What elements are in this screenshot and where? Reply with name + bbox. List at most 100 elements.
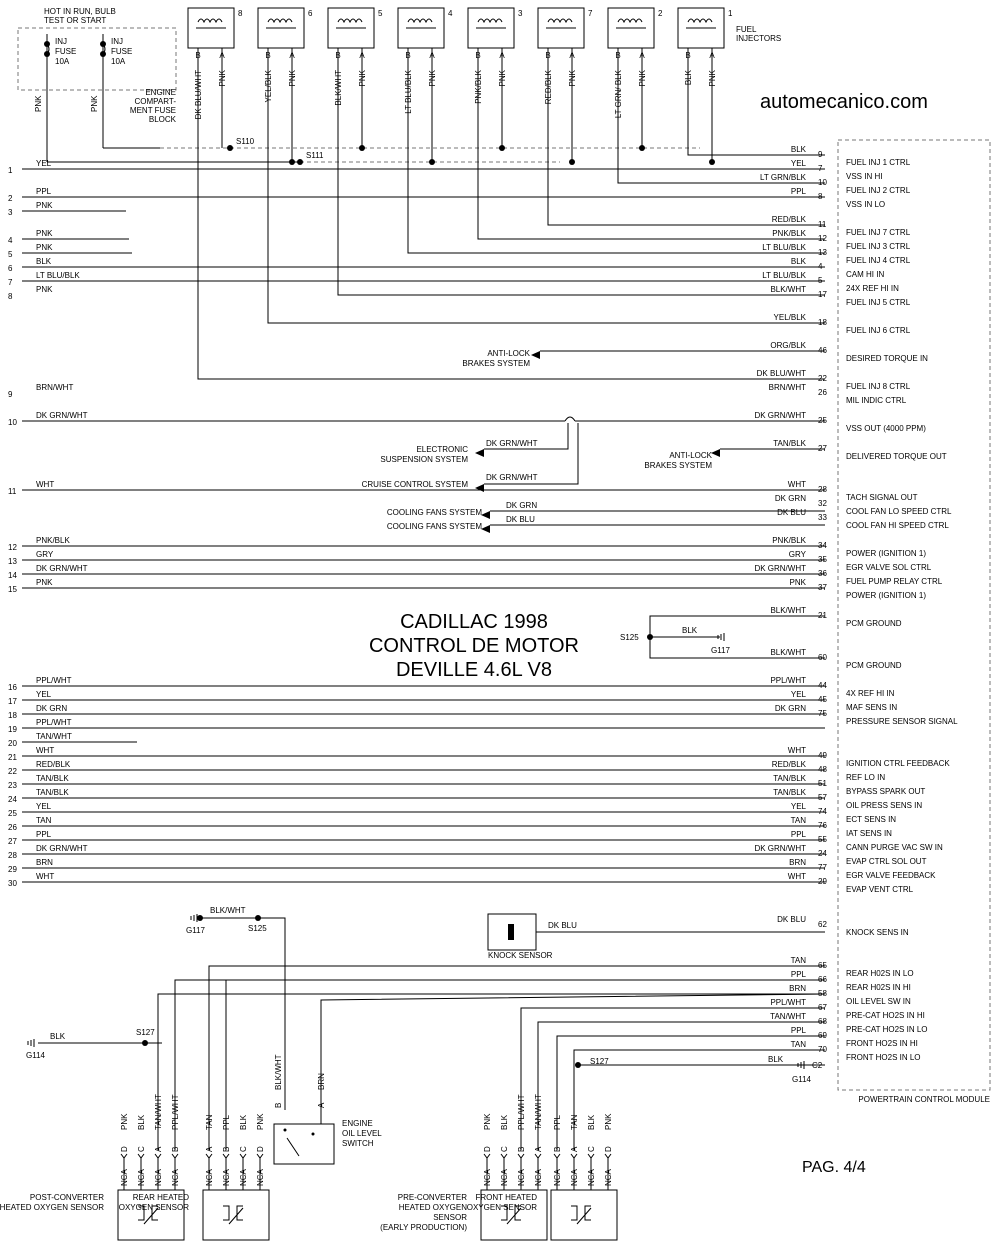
pcm-pin-function: PCM GROUND bbox=[846, 661, 902, 670]
left-row-number: 16 bbox=[8, 683, 17, 692]
pcm-wire-label: ORG/BLK bbox=[770, 341, 806, 350]
left-row-wire: TAN bbox=[36, 816, 52, 825]
left-row-wire: DK GRN/WHT bbox=[36, 844, 88, 853]
pin-label: A bbox=[205, 1146, 214, 1152]
nca-label: NCA bbox=[570, 1168, 579, 1186]
pcm-wire-label: TAN bbox=[791, 1040, 807, 1049]
pcm-pin-number: 65 bbox=[818, 961, 827, 970]
sensor-label: HEATED OXYGEN SENSOR bbox=[0, 1203, 104, 1212]
wire-oil-level bbox=[320, 993, 826, 1112]
pcm-pin-function: FUEL INJ 1 CTRL bbox=[846, 158, 911, 167]
coil-icon bbox=[617, 18, 643, 24]
sensor-wire-label: PNK bbox=[604, 1113, 613, 1130]
pcm-wire-label: DK BLU bbox=[777, 508, 806, 517]
pcm-wire-label: DK BLU bbox=[777, 915, 806, 924]
splice-s127-dot bbox=[575, 1062, 581, 1068]
sensor-label: PRE-CONVERTER bbox=[398, 1193, 467, 1202]
ground-wire-label: BLK/WHT bbox=[210, 906, 246, 915]
pcm-pin-function: EVAP CTRL SOL OUT bbox=[846, 857, 927, 866]
coil-icon bbox=[547, 18, 573, 24]
connector-pin bbox=[483, 1153, 491, 1159]
pcm-pin-number: 48 bbox=[818, 765, 827, 774]
pcm-wire-label: LT BLU/BLK bbox=[762, 243, 806, 252]
pcm-pin-number: 34 bbox=[818, 541, 827, 550]
pcm-pin-function: PRE-CAT HO2S IN HI bbox=[846, 1011, 925, 1020]
cruise-label: CRUISE CONTROL SYSTEM bbox=[362, 480, 469, 489]
pcm-wire-label: TAN bbox=[791, 956, 807, 965]
fuse-label: 10A bbox=[55, 57, 70, 66]
sensor-element bbox=[501, 1205, 521, 1221]
pcm-wire-label: BLK/WHT bbox=[770, 285, 806, 294]
left-row-wire: PPL/WHT bbox=[36, 676, 72, 685]
pcm-pin-number: 26 bbox=[818, 388, 827, 397]
left-row-number: 3 bbox=[8, 208, 13, 217]
pcm-pin-function: FUEL INJ 3 CTRL bbox=[846, 242, 911, 251]
pcm-pin-function: FUEL INJ 8 CTRL bbox=[846, 382, 911, 391]
fuse-block-hot-text: HOT IN RUN, BULB bbox=[44, 7, 116, 16]
nca-label: NCA bbox=[222, 1168, 231, 1186]
pin-label: B bbox=[265, 51, 270, 60]
pcm-pin-number: 9 bbox=[818, 150, 823, 159]
splice-s125-dot bbox=[647, 634, 653, 640]
pcm-pin-number: 4 bbox=[818, 262, 823, 271]
splice-s125-dot bbox=[255, 915, 261, 921]
splice-s127-dot bbox=[142, 1040, 148, 1046]
pcm-pin-number: 57 bbox=[818, 793, 827, 802]
abs-label-2: ANTI-LOCK bbox=[669, 451, 712, 460]
pin-label: B bbox=[171, 1147, 180, 1152]
coil-icon bbox=[477, 18, 503, 24]
sensor-wire-label: BLK bbox=[587, 1114, 596, 1130]
coil-icon bbox=[407, 18, 433, 24]
injector-b-wire: BLK/WHT bbox=[334, 70, 343, 106]
pcm-wire-label: TAN bbox=[791, 816, 807, 825]
nca-label: NCA bbox=[553, 1168, 562, 1186]
pcm-pin-number: 49 bbox=[818, 751, 827, 760]
ground-g114-right: G114 bbox=[792, 1075, 812, 1084]
pcm-pin-function: BYPASS SPARK OUT bbox=[846, 787, 925, 796]
heated-oxygen-sensor-3 bbox=[480, 1189, 548, 1241]
fuse-terminal bbox=[100, 41, 106, 47]
fuse-block-label: BLOCK bbox=[149, 115, 177, 124]
oil-switch-wire-a: BRN bbox=[317, 1073, 326, 1090]
injector-control-wire bbox=[547, 48, 825, 226]
arrow-cruise bbox=[475, 484, 484, 492]
splice-s127-right: S127 bbox=[590, 1057, 609, 1066]
sensor-wire-label: PNK bbox=[256, 1113, 265, 1130]
left-row-wire: WHT bbox=[36, 746, 54, 755]
pcm-wire-label: RED/BLK bbox=[772, 215, 807, 224]
sensor-label: SENSOR bbox=[433, 1213, 467, 1222]
fuse-block-hot-text: TEST OR START bbox=[44, 16, 106, 25]
pcm-outline bbox=[837, 139, 991, 1091]
pcm-pin-function: PRE-CAT HO2S IN LO bbox=[846, 1025, 928, 1034]
connector-pin bbox=[570, 1153, 578, 1159]
fuse-block-label: COMPART- bbox=[135, 97, 177, 106]
pcm-pin-function: FUEL INJ 5 CTRL bbox=[846, 298, 911, 307]
injector-number: 6 bbox=[308, 9, 313, 18]
pcm-pin-number: 13 bbox=[818, 248, 827, 257]
pcm-pin-function: OIL PRESS SENS IN bbox=[846, 801, 922, 810]
connector-pin bbox=[154, 1153, 162, 1159]
injector-label: FUEL bbox=[736, 25, 757, 34]
sensor-element bbox=[571, 1205, 591, 1221]
sensor-arrow bbox=[506, 1207, 522, 1225]
connector-pin bbox=[534, 1153, 542, 1159]
nca-label: NCA bbox=[205, 1168, 214, 1186]
injector-control-wire bbox=[407, 48, 825, 254]
ground-g114-symbol bbox=[27, 1039, 35, 1047]
left-row-wire: YEL bbox=[36, 159, 52, 168]
pin-label: D bbox=[256, 1146, 265, 1152]
sensor-wire-label: BLK bbox=[239, 1114, 248, 1130]
pcm-pin-number: 70 bbox=[818, 1045, 827, 1054]
sensor-label: FRONT HEATED bbox=[476, 1193, 538, 1202]
sensor-wire-label: TAN bbox=[570, 1114, 579, 1130]
ground-g117-symbol bbox=[190, 914, 198, 922]
pcm-pin-function: FRONT HO2S IN LO bbox=[846, 1053, 921, 1062]
sensor-label: REAR HEATED bbox=[133, 1193, 190, 1202]
splice-dot bbox=[197, 915, 203, 921]
pcm-pin-function: REAR H02S IN HI bbox=[846, 983, 911, 992]
pcm-pin-function: FUEL INJ 6 CTRL bbox=[846, 326, 911, 335]
sensor-label: (EARLY PRODUCTION) bbox=[380, 1223, 467, 1232]
nca-label: NCA bbox=[239, 1168, 248, 1186]
left-row-wire: YEL bbox=[36, 690, 52, 699]
injector-splice-dot bbox=[709, 159, 715, 165]
